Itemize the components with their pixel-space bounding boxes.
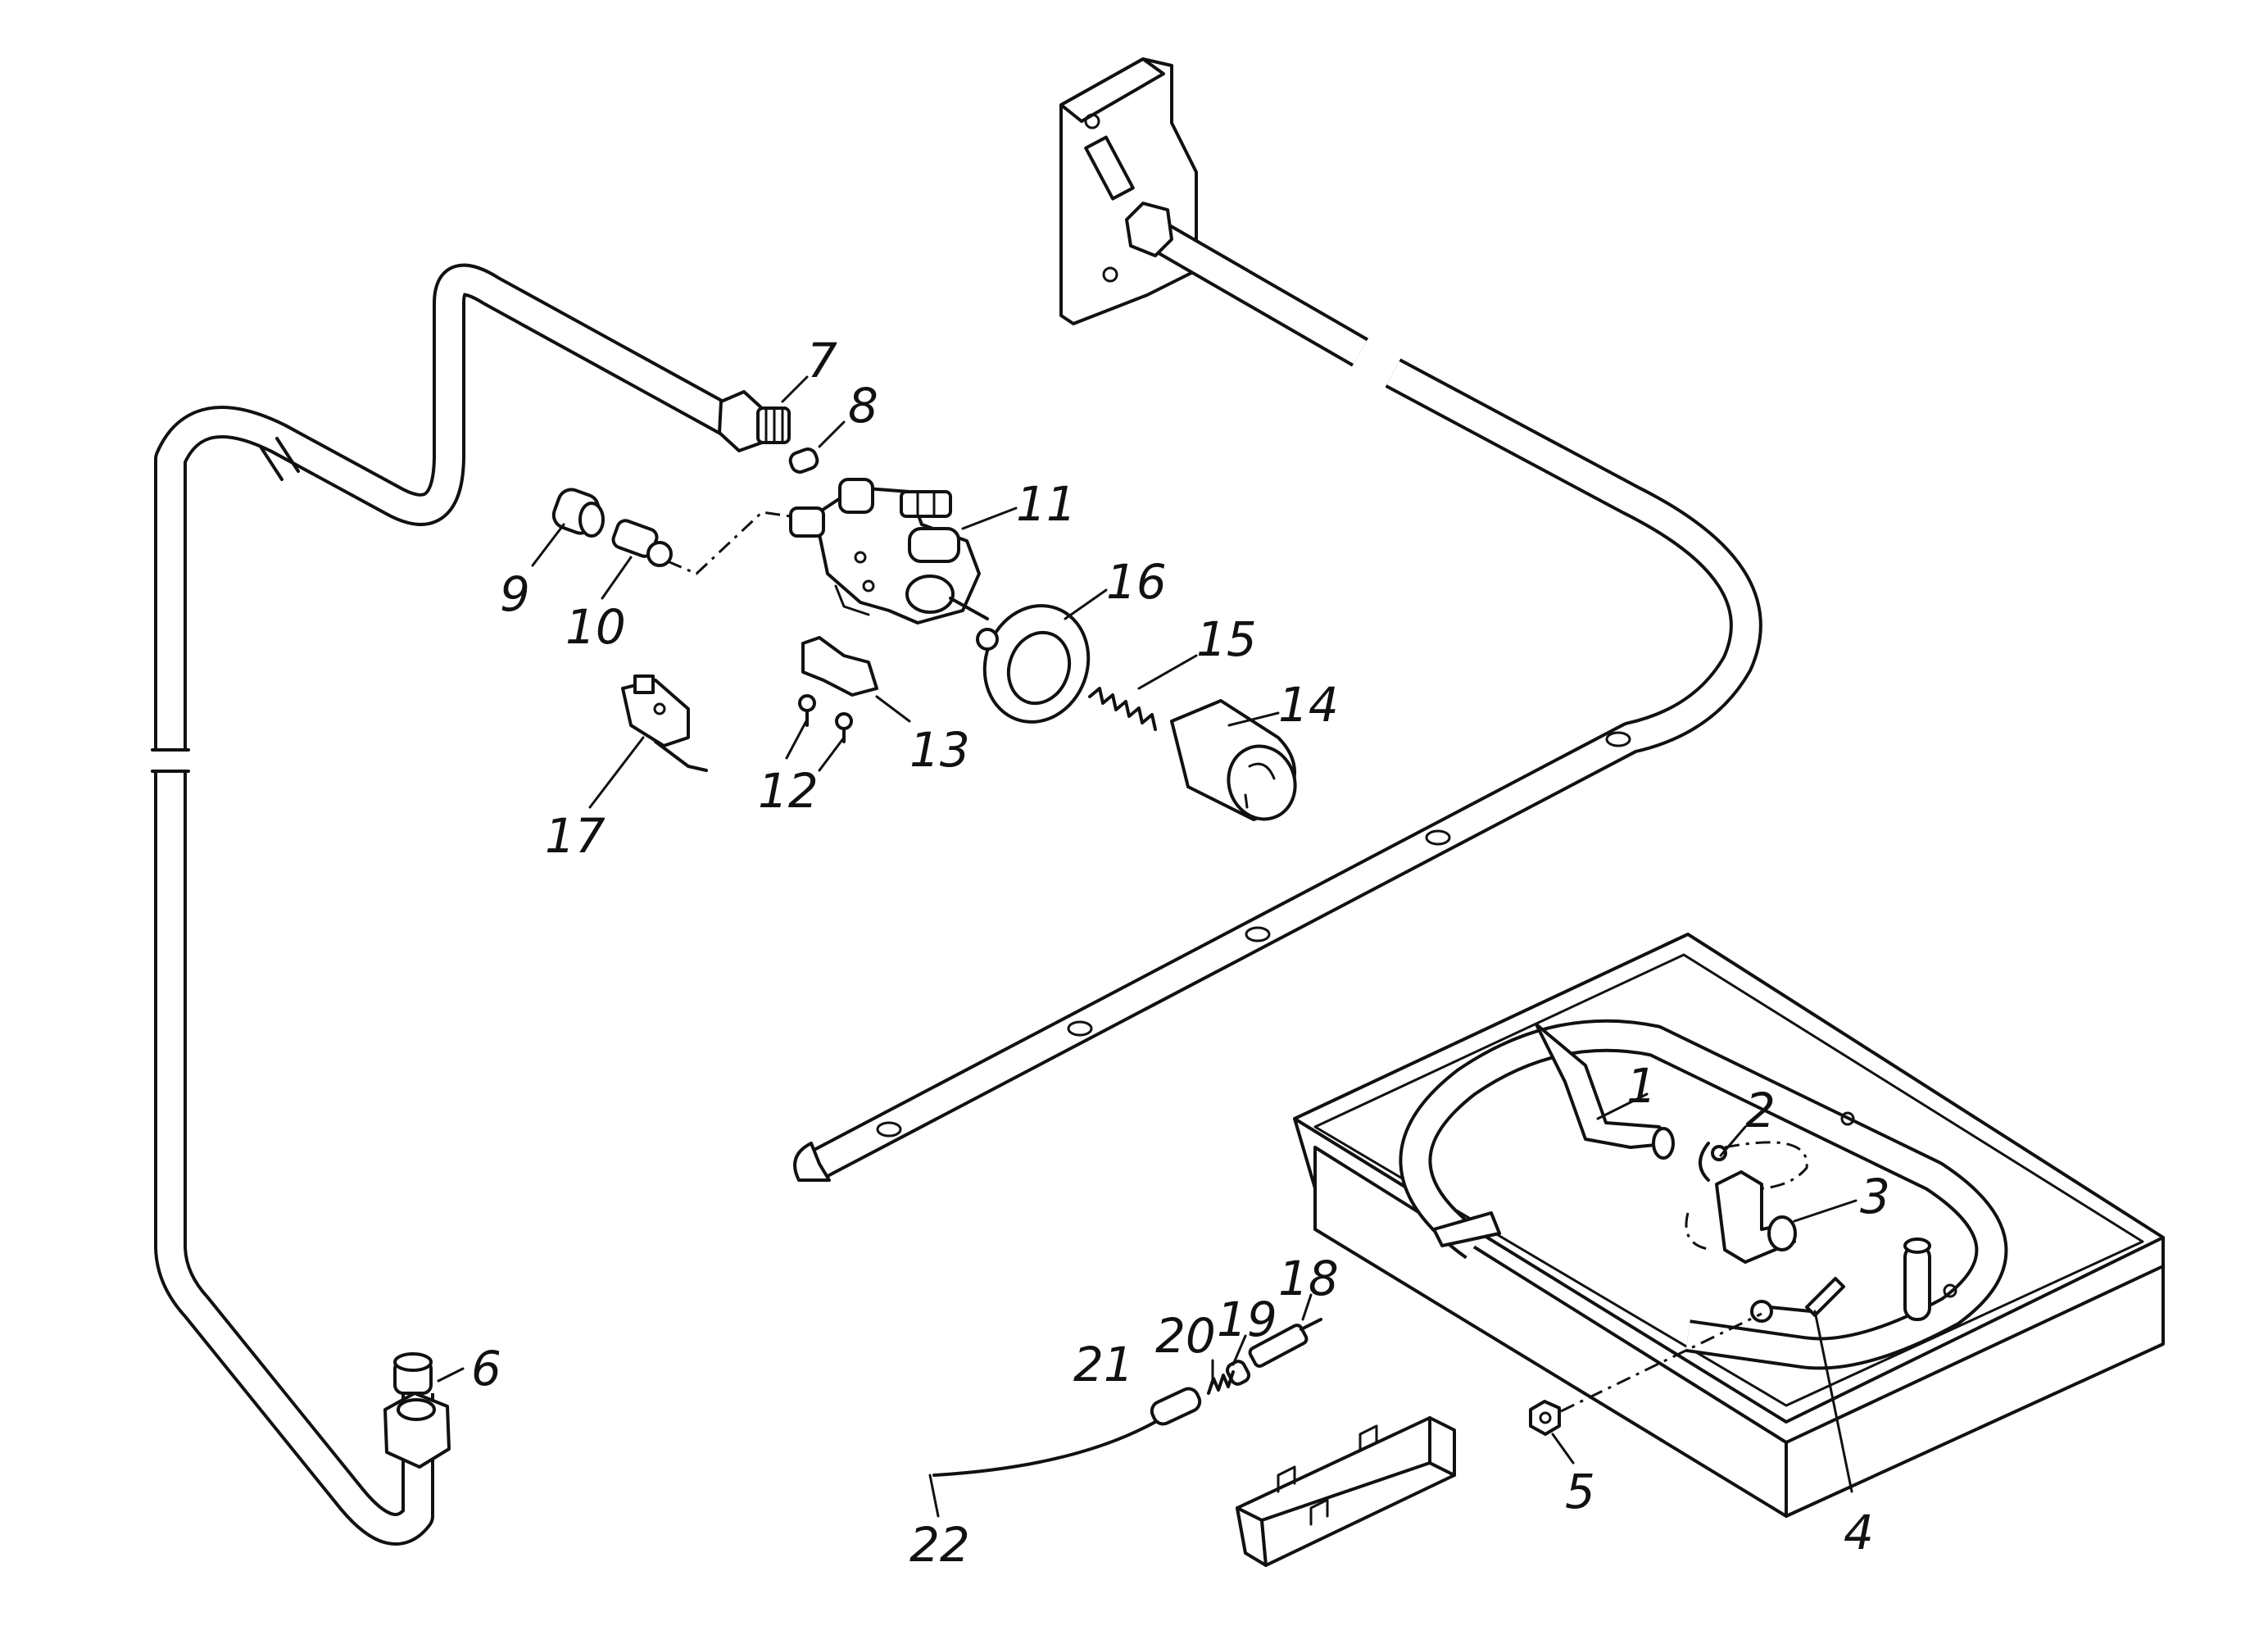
label-16: 16 xyxy=(1106,554,1167,610)
control-knob-14 xyxy=(1170,699,1297,821)
label-7: 7 xyxy=(807,333,837,388)
pipe-end-fitting xyxy=(383,1392,451,1469)
label-22: 22 xyxy=(909,1517,970,1573)
screw-12a xyxy=(798,694,816,727)
label-1: 1 xyxy=(1626,1058,1657,1114)
pipe-fitting-7 xyxy=(718,390,791,452)
label-15: 15 xyxy=(1196,611,1257,667)
microswitch-17 xyxy=(621,674,708,772)
cap-nut-6 xyxy=(393,1352,433,1395)
label-9: 9 xyxy=(500,566,530,622)
label-6: 6 xyxy=(471,1341,501,1396)
assembly-line-clip xyxy=(1724,1141,1808,1191)
assembly-line-nut xyxy=(1560,1312,1762,1413)
label-21: 21 xyxy=(1073,1337,1134,1392)
label-20: 20 xyxy=(1155,1308,1216,1364)
right-gas-pipe xyxy=(793,202,1762,1182)
label-4: 4 xyxy=(1844,1505,1874,1560)
ignition-electrode-18 xyxy=(1248,1318,1322,1368)
bushing-9 xyxy=(551,488,605,538)
nut-5 xyxy=(1529,1400,1561,1436)
clip-2 xyxy=(1699,1142,1727,1182)
cover-channel xyxy=(1236,1416,1456,1567)
label-13: 13 xyxy=(909,722,970,778)
label-5: 5 xyxy=(1565,1464,1595,1519)
spring-15 xyxy=(1088,687,1157,731)
leader-lines xyxy=(437,375,1857,1518)
bezel-ring-16 xyxy=(976,604,1091,724)
ignition-cable-22 xyxy=(932,1420,1157,1477)
label-14: 14 xyxy=(1278,677,1339,733)
nozzle-8 xyxy=(788,447,819,474)
part-labels: 1 2 3 4 5 6 7 8 9 10 11 12 13 14 15 16 1… xyxy=(471,333,1890,1573)
pilot-bracket-3 xyxy=(1715,1170,1797,1264)
label-19: 19 xyxy=(1217,1292,1277,1347)
label-12: 12 xyxy=(758,763,819,819)
label-3: 3 xyxy=(1860,1169,1890,1224)
left-gas-pipe xyxy=(151,263,746,1546)
assembly-line-bracket xyxy=(1685,1212,1713,1251)
bracket-13 xyxy=(801,636,878,697)
label-18: 18 xyxy=(1278,1251,1339,1306)
valve-assembly-11 xyxy=(789,478,989,624)
label-8: 8 xyxy=(848,378,878,434)
label-2: 2 xyxy=(1745,1083,1776,1138)
connector-21 xyxy=(1150,1387,1202,1426)
label-11: 11 xyxy=(1016,476,1077,532)
label-10: 10 xyxy=(565,599,626,655)
valve-stem-10 xyxy=(611,519,673,567)
electrode-4 xyxy=(1750,1277,1845,1323)
burner-tube-1 xyxy=(1399,1019,2008,1370)
assembly-line-valve xyxy=(667,511,792,575)
label-17: 17 xyxy=(545,808,606,864)
wall-mounting-plate xyxy=(1059,57,1198,325)
